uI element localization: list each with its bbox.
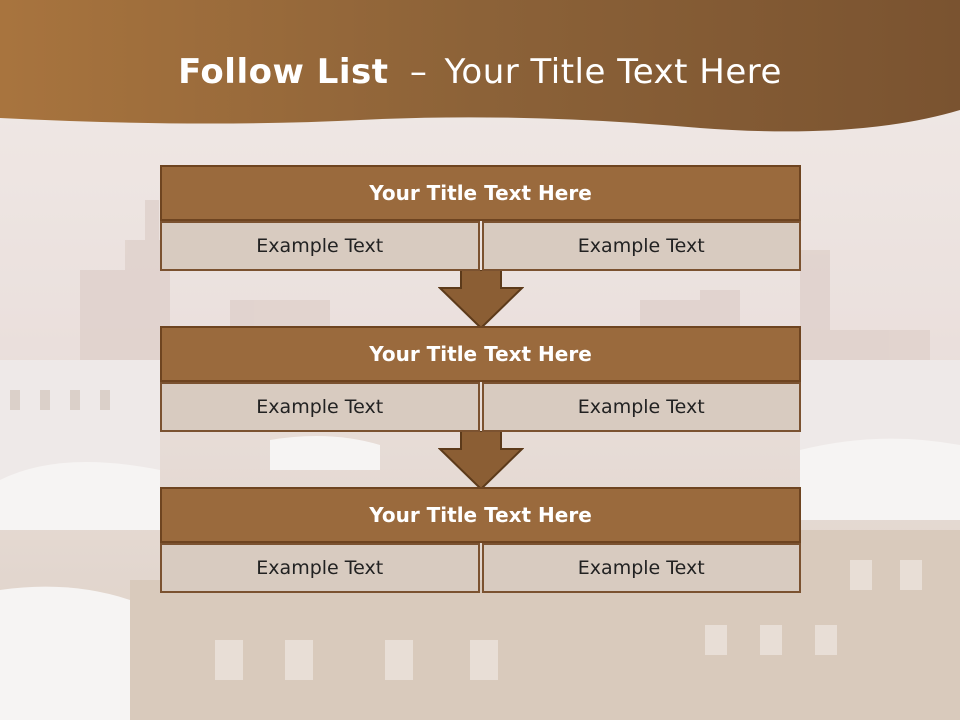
down-arrow-icon [438,431,524,491]
step-items: Example Text Example Text [160,543,801,593]
step-title: Your Title Text Here [160,165,801,221]
flow-step-3: Your Title Text Here Example Text Exampl… [160,487,801,593]
step-title: Your Title Text Here [160,326,801,382]
flow-step-1: Your Title Text Here Example Text Exampl… [160,165,801,271]
flow-step-2: Your Title Text Here Example Text Exampl… [160,326,801,432]
down-arrow-icon [438,270,524,330]
title-separator: – [409,52,428,92]
title-bold: Follow List [178,52,389,92]
step-items: Example Text Example Text [160,382,801,432]
title-rest: Your Title Text Here [444,52,782,92]
header-band [0,0,960,132]
slide-title: Follow List – Your Title Text Here [0,52,960,92]
step-title: Your Title Text Here [160,487,801,543]
step-item-left: Example Text [160,382,480,432]
step-item-right: Example Text [481,382,801,432]
step-item-right: Example Text [481,543,801,593]
step-item-right: Example Text [481,221,801,271]
step-items: Example Text Example Text [160,221,801,271]
step-item-left: Example Text [160,543,480,593]
step-item-left: Example Text [160,221,480,271]
